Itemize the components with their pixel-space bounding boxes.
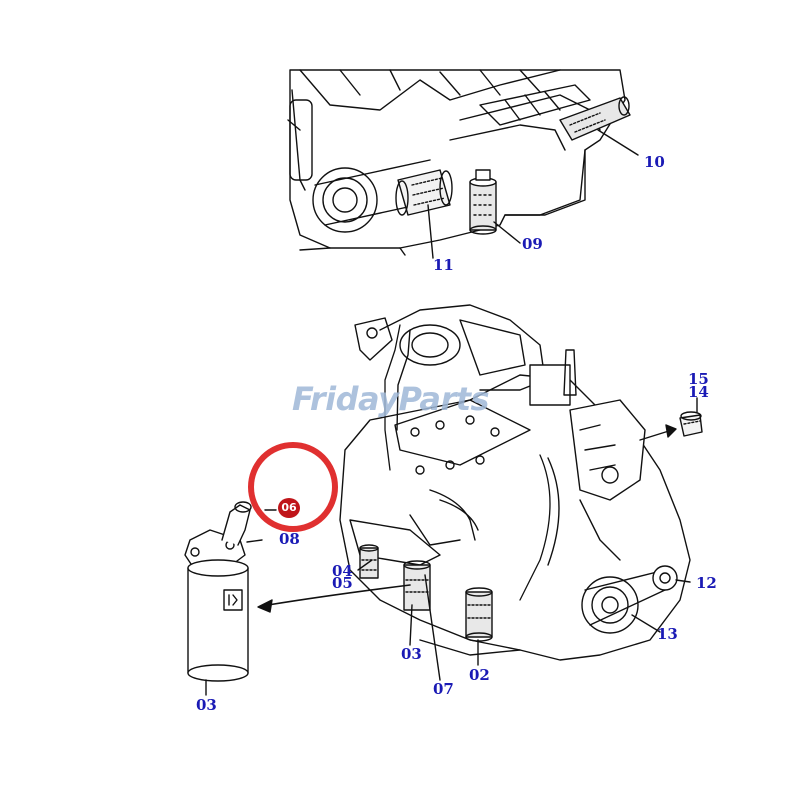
callout-10[interactable]: 10 [644,153,665,171]
upper-engine-view [287,69,639,259]
callout-15[interactable]: 15 [688,370,709,388]
callout-02[interactable]: 02 [469,666,490,684]
part-13-pulley [581,569,666,634]
part-14-plug [679,411,703,437]
part-10-cartridge [559,96,631,141]
part-12-tensioner [652,565,678,591]
callout-03-engine[interactable]: 03 [401,645,422,663]
leader-09 [493,221,521,244]
highlight-ring [248,442,338,532]
callout-04[interactable]: 04 [332,562,353,580]
callout-11[interactable]: 11 [433,256,454,274]
part-03-installed-filter [403,560,431,611]
callout-07[interactable]: 07 [433,680,454,698]
leader-11 [427,204,434,259]
leader-12 [675,579,691,583]
removal-arrow-head [257,599,273,613]
removal-arrow [267,584,411,606]
highlighted-part-badge[interactable]: 06 [278,498,300,518]
lower-engine-view [339,304,703,681]
leader-13 [631,614,661,633]
leader-03 [409,604,413,646]
callout-14[interactable]: 14 [688,383,709,401]
callout-13[interactable]: 13 [657,625,678,643]
leader-07 [424,574,441,681]
callout-09[interactable]: 09 [522,235,543,253]
callout-03-filter[interactable]: 03 [196,696,217,714]
callout-05[interactable]: 05 [332,574,353,592]
part-09-filter [469,169,497,235]
callout-12[interactable]: 12 [696,574,717,592]
watermark-logo: FridayParts [292,380,490,418]
exploded-filter-assembly [184,501,277,696]
part-02-filter [465,587,493,642]
leader-04 [357,559,373,571]
callout-08[interactable]: 08 [279,530,300,548]
leader-08 [246,539,263,543]
part-11-roller [395,169,453,216]
leader-10 [597,129,639,156]
